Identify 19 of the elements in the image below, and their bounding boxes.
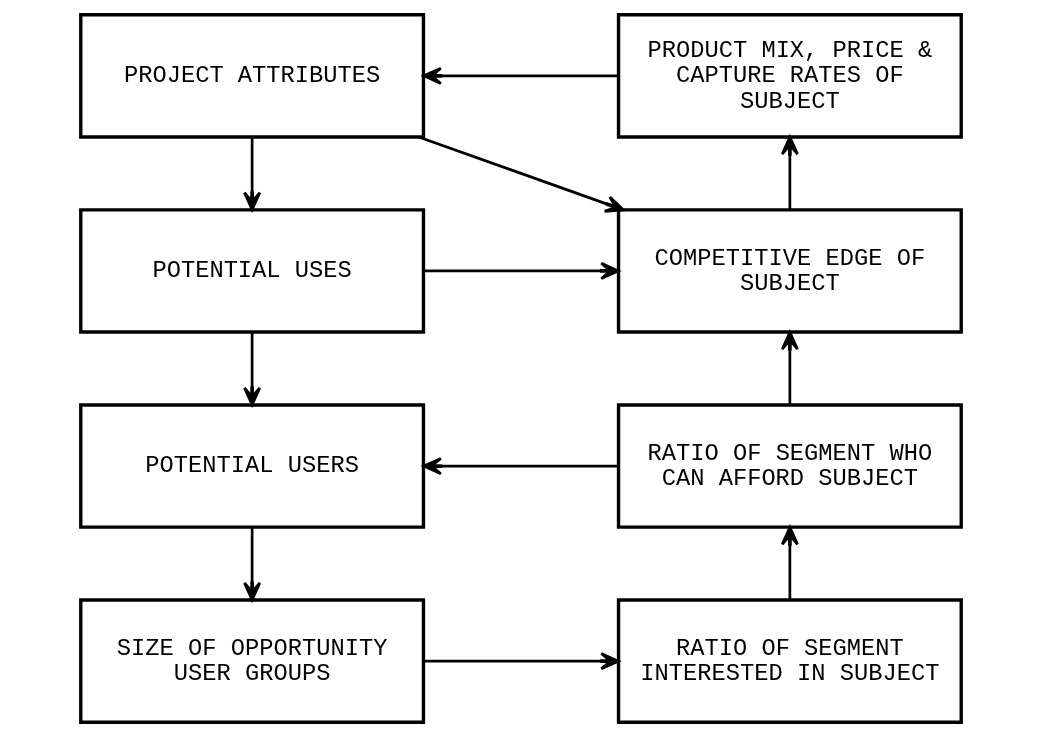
- arrow: [243, 332, 262, 407]
- node-box: POTENTIAL USERS: [79, 403, 426, 529]
- arrow: [423, 261, 620, 280]
- arrow: [243, 137, 262, 212]
- node-box: RATIO OF SEGMENT INTERESTED IN SUBJECT: [616, 598, 963, 724]
- node-box: RATIO OF SEGMENT WHO CAN AFFORD SUBJECT: [616, 403, 963, 529]
- arrow: [780, 525, 799, 600]
- node-box: SIZE OF OPPORTUNITY USER GROUPS: [79, 598, 426, 724]
- node-box: PROJECT ATTRIBUTES: [79, 13, 426, 139]
- node-box: COMPETITIVE EDGE OF SUBJECT: [616, 208, 963, 334]
- arrow: [423, 652, 620, 671]
- arrow: [780, 330, 799, 405]
- node-box: POTENTIAL USES: [79, 208, 426, 334]
- arrow: [418, 135, 625, 213]
- arrow: [422, 66, 619, 85]
- arrow: [780, 135, 799, 210]
- arrow: [422, 457, 619, 476]
- arrow: [243, 527, 262, 602]
- node-box: PRODUCT MIX, PRICE & CAPTURE RATES OF SUBJECT: [616, 13, 963, 139]
